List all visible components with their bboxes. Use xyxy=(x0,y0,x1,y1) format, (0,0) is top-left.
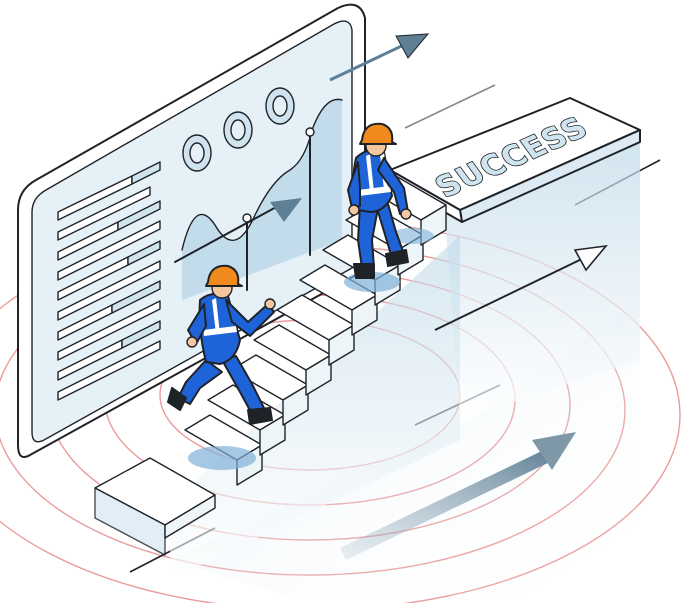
monitor-area-chart xyxy=(174,98,343,300)
donut-icon xyxy=(182,87,295,172)
worker-shadow xyxy=(188,446,256,470)
monitor-text-rows xyxy=(57,161,161,401)
worker-icon xyxy=(347,122,412,279)
trend-arrow-icon xyxy=(329,33,430,82)
monitor-icon xyxy=(17,3,366,458)
trend-arrow-icon xyxy=(434,244,608,331)
worker-icon xyxy=(167,264,276,425)
trend-arrow-icon xyxy=(340,432,576,560)
worker-shadow xyxy=(390,228,434,244)
stairs-icon xyxy=(94,174,460,580)
floor-glow xyxy=(170,300,640,600)
